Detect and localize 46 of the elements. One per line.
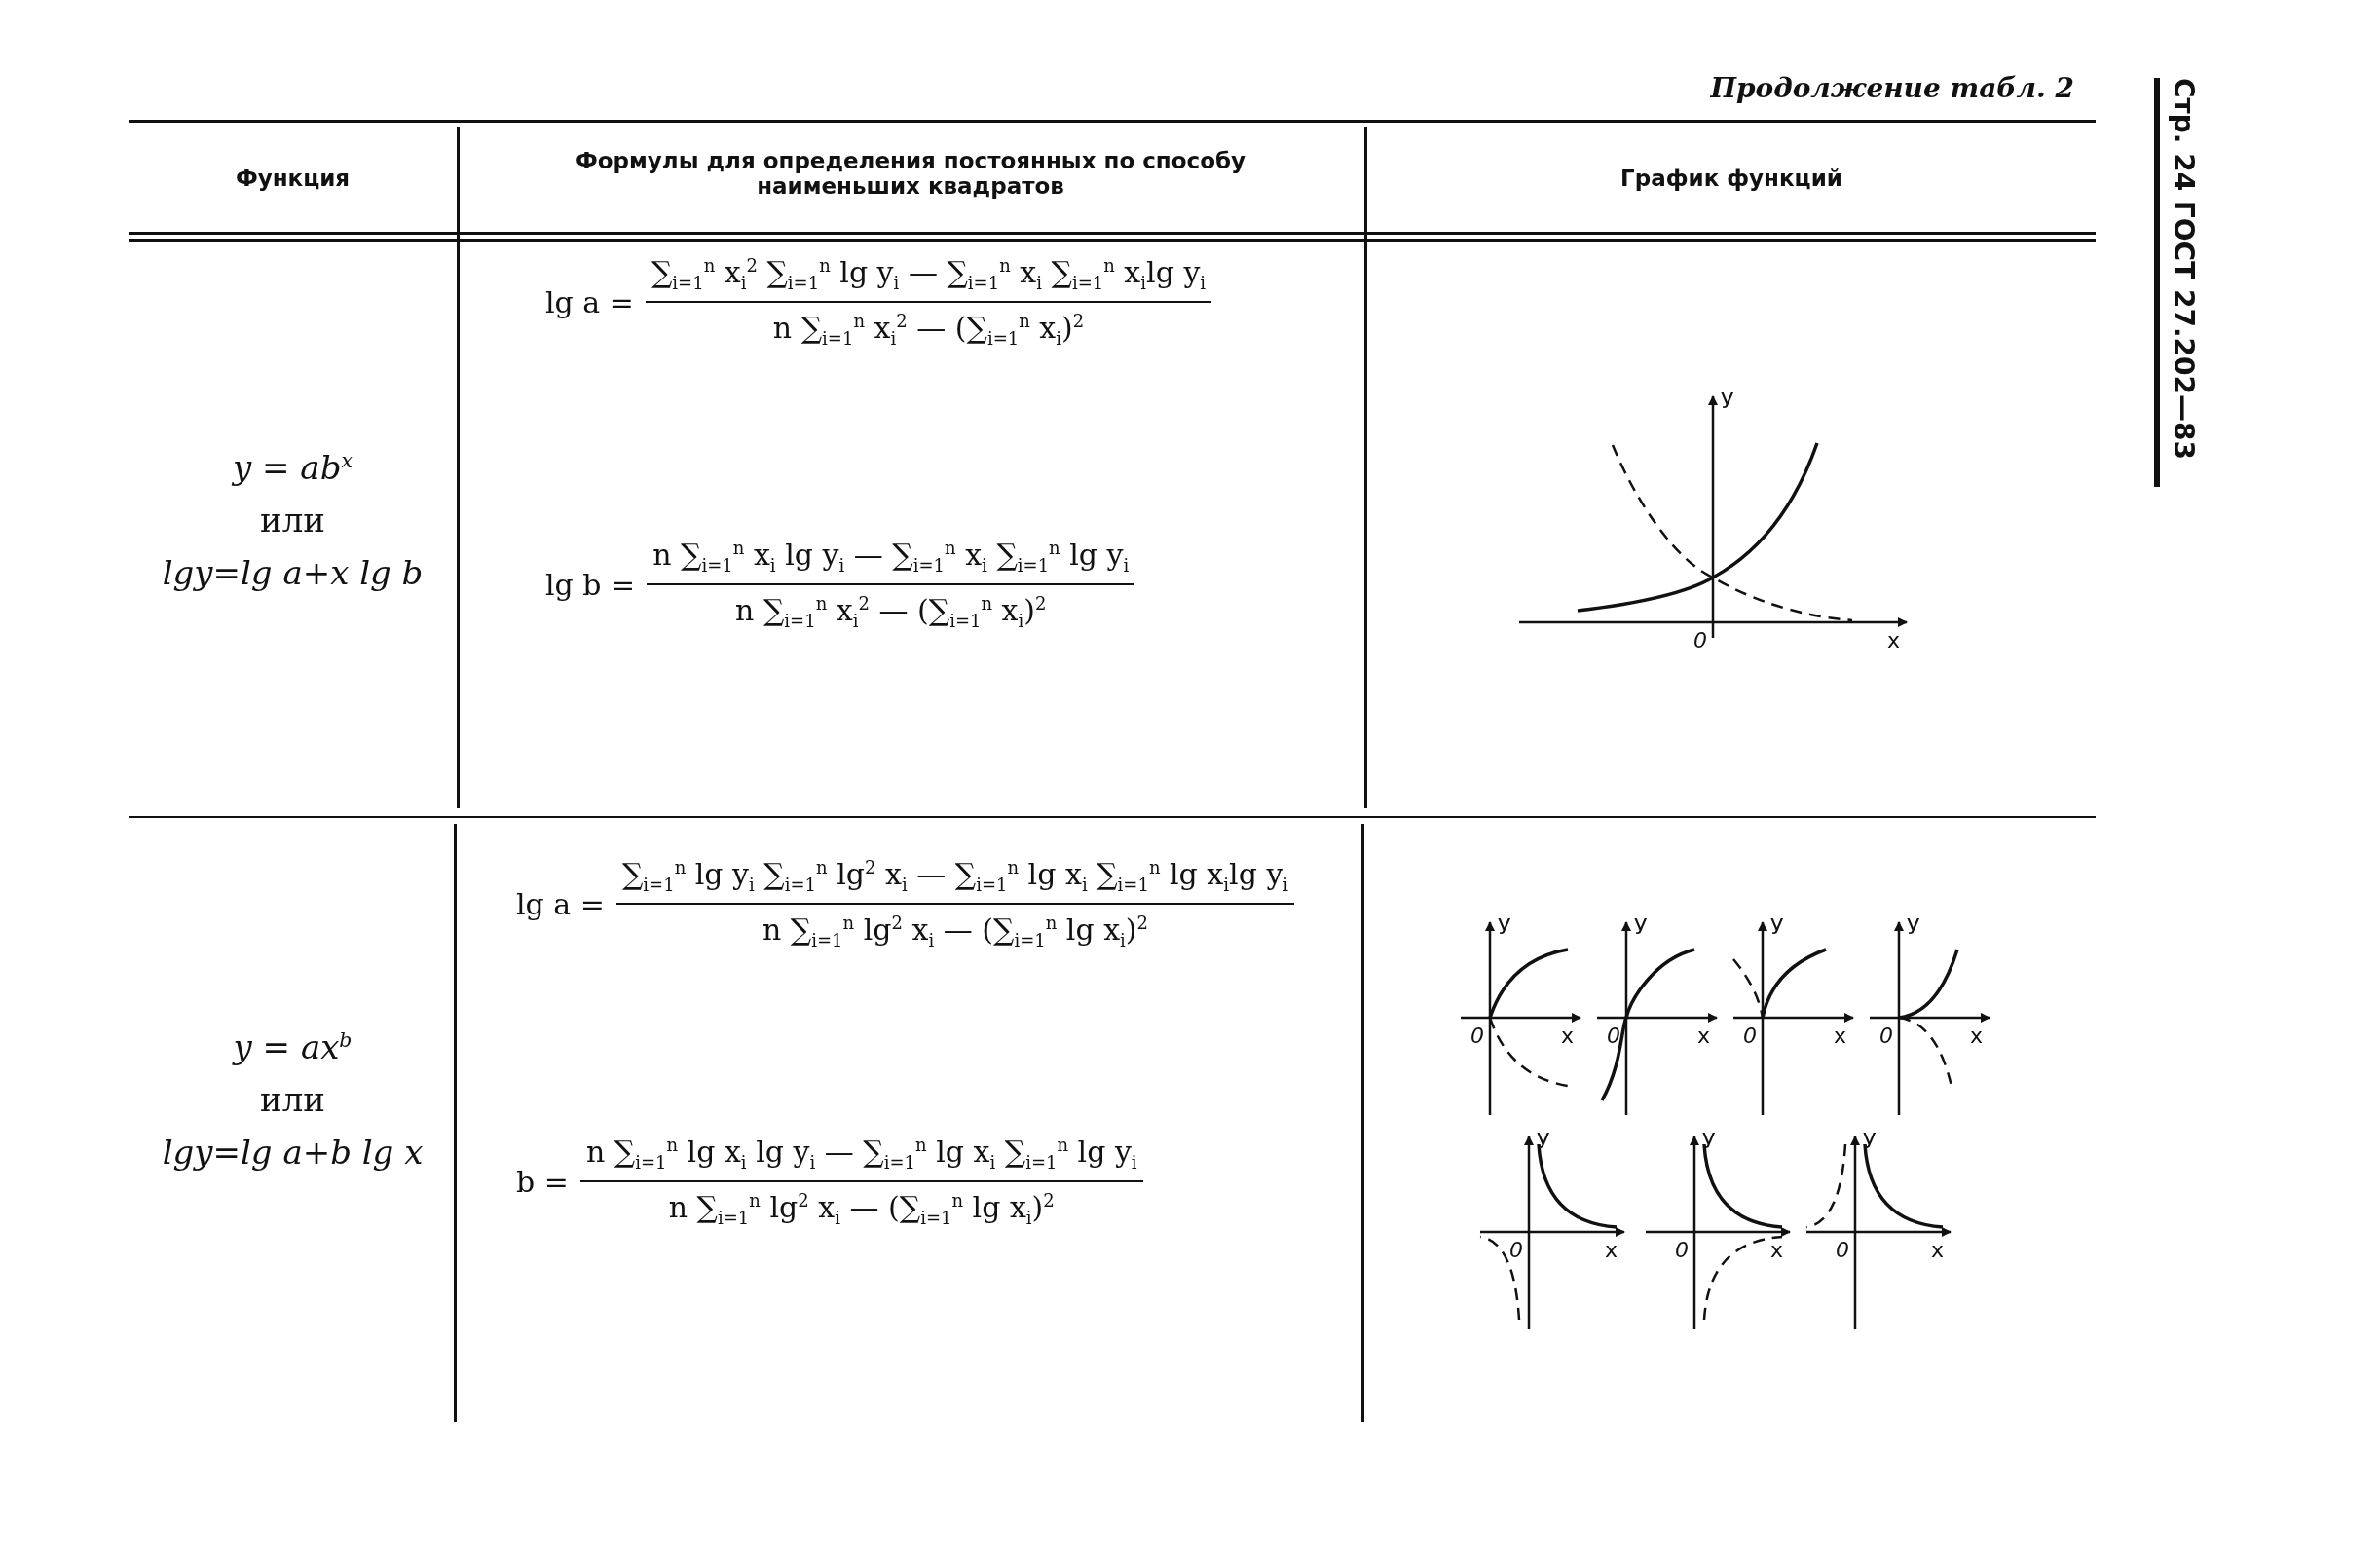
formula-denominator: n ∑$_{i=1}$$^{n}$ x$_{i}$$^{2}$ — (∑$_{i=1}$$^{n}$ x$_{i}$)$^{2}$ bbox=[734, 592, 1048, 631]
axis-label: x bbox=[1605, 1240, 1618, 1261]
axis-label: x bbox=[1834, 1025, 1847, 1047]
function-text: lgy=lg a+b lg x bbox=[161, 1133, 425, 1172]
axis-label: У bbox=[1907, 916, 1920, 938]
column-header: Формулы для определения постоянных по способу наименьших квадратов bbox=[574, 148, 1246, 199]
axis-label: x bbox=[1697, 1025, 1711, 1047]
formula-denominator: n ∑$_{i=1}$$^{n}$ lg$^{2}$ x$_{i}$ — (∑$_{i=1}$$^{n}$ lg x$_{i}$)$^{2}$ bbox=[667, 1189, 1056, 1228]
formula-numerator: ∑$_{i=1}$$^{n}$ lg y$_{i}$ ∑$_{i=1}$$^{n}$ lg$^{2}$ x$_{i}$ — ∑$_{i=1}$$^{n}$ lg x$_{i}$ ∑$_{i=1}$$^{n}$ lg x$_{i}$lg y$_{i}$ bbox=[615, 857, 1295, 905]
function-text: y = ax$^{b}$ bbox=[231, 1027, 353, 1066]
function-text: или bbox=[259, 1080, 326, 1119]
axis-label: 0 bbox=[1743, 1025, 1757, 1047]
column-header: График функций bbox=[1619, 166, 1843, 191]
axis-label: 0 bbox=[1675, 1240, 1689, 1261]
formula-numerator: n ∑$_{i=1}$$^{n}$ x$_{i}$ lg y$_{i}$ — ∑$_{i=1}$$^{n}$ x$_{i}$ ∑$_{i=1}$$^{n}$ lg y$_{i}$ bbox=[647, 538, 1135, 585]
formula-label: lg b = bbox=[545, 567, 636, 602]
function-text: или bbox=[259, 501, 326, 540]
formula-label: lg a = bbox=[545, 284, 634, 319]
axis-label: x bbox=[1970, 1025, 1984, 1047]
axis-label: 0 bbox=[1509, 1240, 1523, 1261]
formula-numerator: ∑$_{i=1}$$^{n}$ x$_{i}$$^{2}$ ∑$_{i=1}$$^{n}$ lg y$_{i}$ — ∑$_{i=1}$$^{n}$ x$_{i}$ ∑$_{i=1}$$^{n}$ x$_{i}$lg y$_{i}$ bbox=[645, 255, 1212, 303]
axis-label: У bbox=[1863, 1131, 1877, 1152]
formula-denominator: n ∑$_{i=1}$$^{n}$ lg$^{2}$ x$_{i}$ — (∑$_{i=1}$$^{n}$ lg x$_{i}$)$^{2}$ bbox=[762, 912, 1149, 950]
axis-label: У bbox=[1721, 391, 1734, 412]
axis-label: 0 bbox=[1470, 1025, 1484, 1047]
page-header-text: Стр. 24 ГОСТ 27.202—83 bbox=[2168, 78, 2200, 460]
axis-label: 0 bbox=[1836, 1240, 1849, 1261]
axis-label: У bbox=[1498, 916, 1511, 938]
column-header: Функция bbox=[234, 166, 352, 191]
axis-label: У bbox=[1634, 916, 1648, 938]
axis-label: x bbox=[1931, 1240, 1945, 1261]
axis-label: x bbox=[1561, 1025, 1575, 1047]
axis-label: 0 bbox=[1693, 630, 1707, 652]
formula-numerator: n ∑$_{i=1}$$^{n}$ lg x$_{i}$ lg y$_{i}$ — ∑$_{i=1}$$^{n}$ lg x$_{i}$ ∑$_{i=1}$$^{n}$ lg y$_{i}$ bbox=[579, 1135, 1143, 1182]
axis-label: 0 bbox=[1607, 1025, 1620, 1047]
formula-label: lg a = bbox=[516, 886, 605, 921]
axis-label: У bbox=[1770, 916, 1784, 938]
function-text: lgy=lg a+x lg b bbox=[161, 553, 425, 592]
axis-label: У bbox=[1537, 1131, 1550, 1152]
formula-label: b = bbox=[516, 1164, 569, 1199]
formula-denominator: n ∑$_{i=1}$$^{n}$ x$_{i}$$^{2}$ — (∑$_{i=1}$$^{n}$ x$_{i}$)$^{2}$ bbox=[771, 310, 1086, 349]
function-text: y = ab$^{x}$ bbox=[231, 448, 353, 487]
axis-label: 0 bbox=[1879, 1025, 1893, 1047]
page-heading: Продолжение табл. 2 bbox=[1709, 72, 2074, 104]
axis-label: x bbox=[1887, 630, 1901, 652]
axis-label: x bbox=[1770, 1240, 1784, 1261]
